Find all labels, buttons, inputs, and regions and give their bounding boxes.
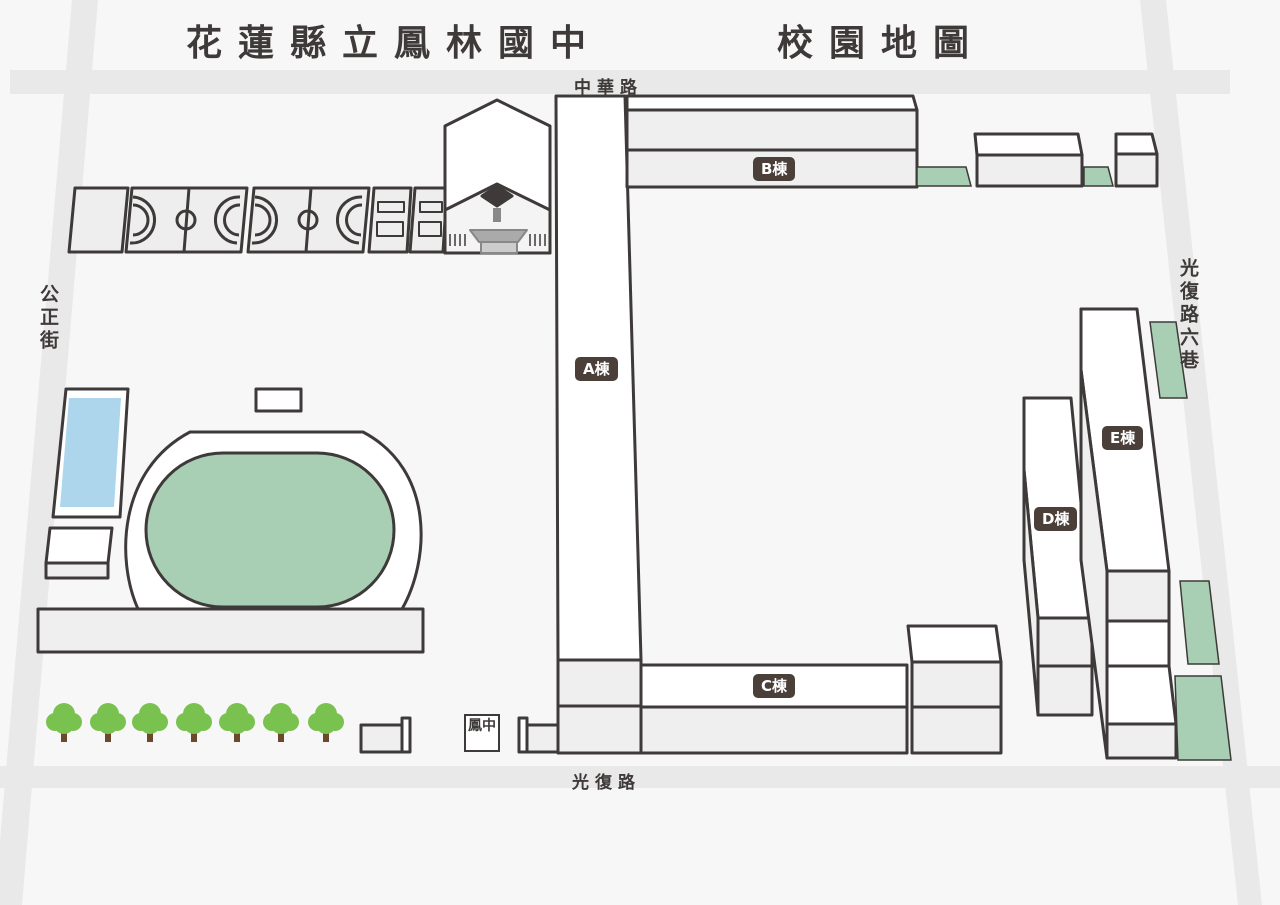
building-e-label: E棟 (1102, 426, 1144, 450)
tree-icon (219, 703, 255, 742)
small-court-1 (367, 186, 413, 254)
building-b-label: B棟 (753, 157, 796, 181)
building-d-label: D棟 (1034, 507, 1078, 531)
storage-box (254, 387, 303, 413)
road-north (10, 70, 1230, 94)
road-east (1140, 0, 1262, 905)
road-label-west: 公正街 (37, 284, 59, 353)
tree-icon (308, 703, 344, 742)
track-field (36, 430, 425, 654)
road-label-south: 光復路 (572, 773, 641, 793)
building-a (554, 94, 643, 755)
school-name: 花蓮縣立鳳林國中 (186, 22, 603, 64)
tree-row (46, 703, 344, 742)
building-a-label: A棟 (575, 357, 618, 381)
small-court-2 (408, 186, 449, 254)
building-c-label: C棟 (753, 674, 796, 698)
tree-icon (46, 703, 82, 742)
sports-courts (67, 186, 449, 254)
pool-building (44, 526, 114, 580)
road-south (0, 766, 1280, 788)
annex-northeast (973, 132, 1159, 188)
map-title: 校園地圖 (777, 22, 986, 64)
tree-icon (176, 703, 212, 742)
road-label-east: 光復路六巷 (1177, 258, 1199, 373)
tree-icon (90, 703, 126, 742)
gate-sign: 鳳中 (464, 714, 500, 752)
tree-icon (132, 703, 168, 742)
auditorium (443, 98, 552, 255)
road-label-north: 中華路 (574, 78, 643, 98)
green-patches (916, 166, 1232, 761)
court-plain (67, 186, 130, 254)
annex-c-east (906, 624, 1003, 755)
gate-structures (359, 716, 560, 754)
tree-icon (263, 703, 299, 742)
swimming-pool (51, 387, 130, 519)
